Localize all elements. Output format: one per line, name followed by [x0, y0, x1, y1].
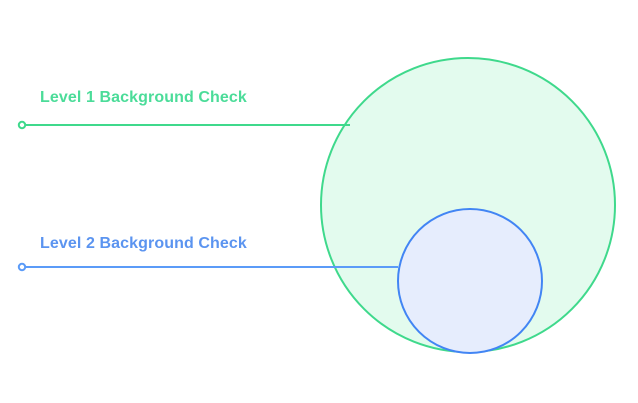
connector-marker-level-1[interactable] — [17, 120, 27, 130]
connector-marker-level-2[interactable] — [17, 262, 27, 272]
label-level-1-background-check: Level 1 Background Check — [40, 89, 247, 106]
circle-level-2-background-check[interactable] — [397, 208, 543, 354]
label-level-2-background-check: Level 2 Background Check — [40, 235, 247, 252]
